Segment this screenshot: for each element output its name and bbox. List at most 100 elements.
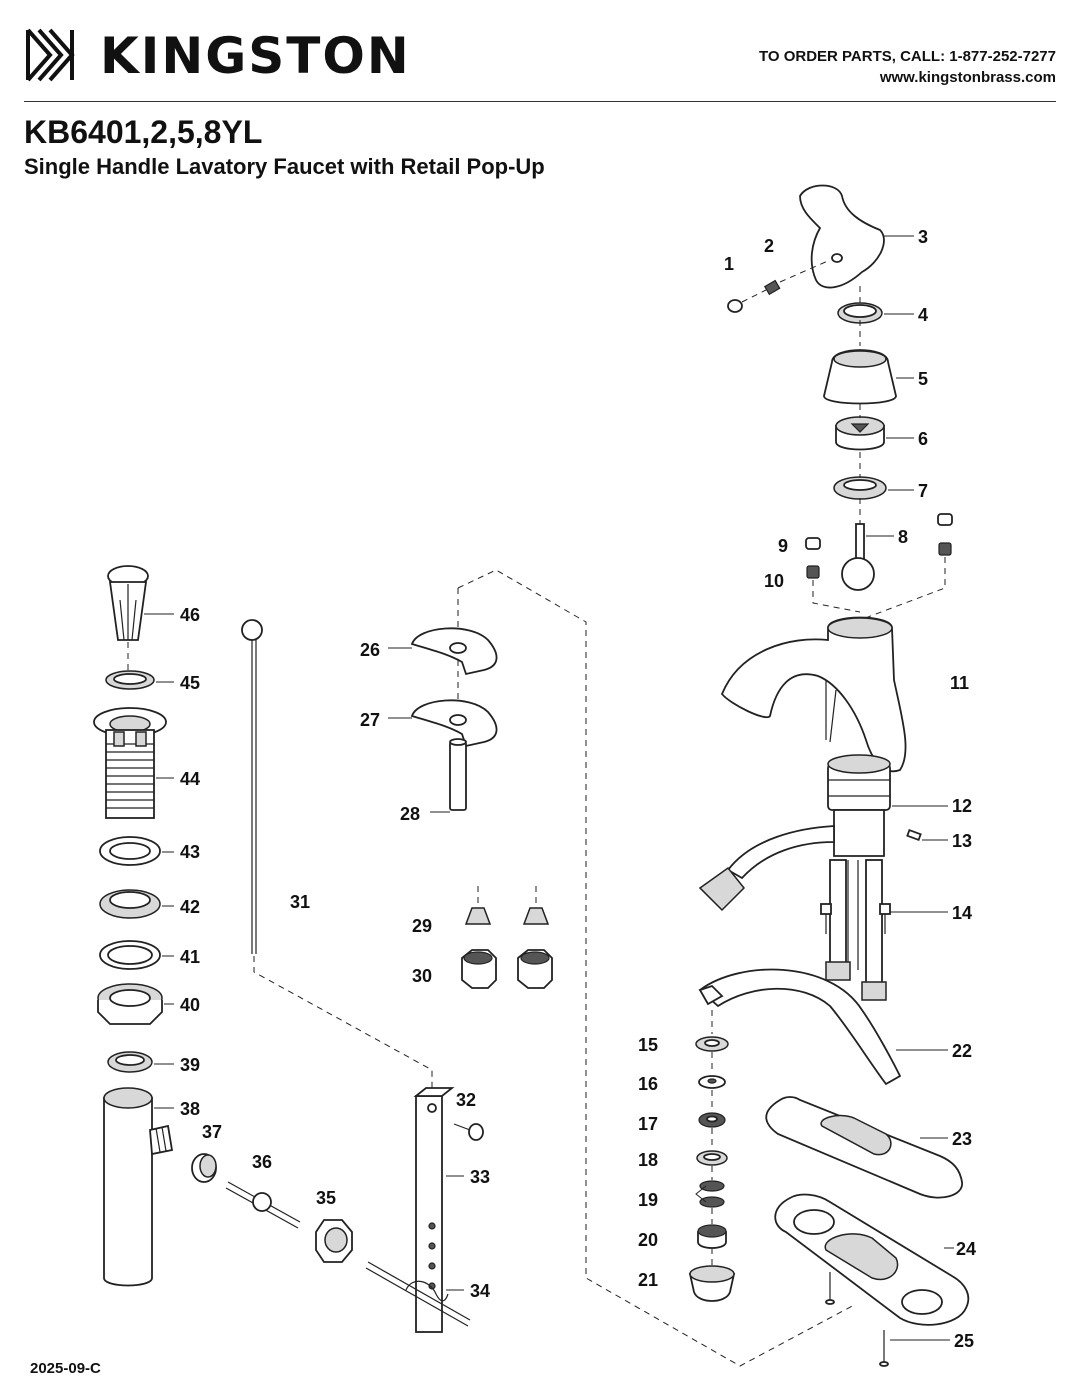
- label-part-12: 12: [952, 796, 972, 816]
- product-subtitle: Single Handle Lavatory Faucet with Retai…: [24, 154, 545, 179]
- label-part-22: 22: [952, 1041, 972, 1061]
- part-35-pivot-nut: [315, 1219, 353, 1263]
- kingston-logo-icon: [26, 28, 75, 82]
- label-part-41: 41: [180, 947, 200, 967]
- part-40-locknut: [97, 983, 163, 1025]
- part-15-washer: [695, 1036, 729, 1052]
- part-32-thumb-screw: [453, 1123, 484, 1141]
- part-45-o-ring: [105, 670, 155, 690]
- label-part-45: 45: [180, 673, 200, 693]
- label-part-19: 19: [638, 1190, 658, 1210]
- label-part-44: 44: [180, 769, 200, 789]
- part-19-screens: [699, 1180, 725, 1208]
- revision-code: 2025-09-C: [30, 1360, 101, 1377]
- model-number: KB6401,2,5,8YL: [24, 114, 263, 150]
- part-29-ferrule: [464, 886, 550, 925]
- label-part-43: 43: [180, 842, 200, 862]
- label-part-40: 40: [180, 995, 200, 1015]
- part-1-button-cap: [727, 289, 767, 313]
- part-34-spring-clip: [405, 1280, 449, 1302]
- part-36-pivot-rod: [225, 1181, 471, 1327]
- part-38-tailpiece: [103, 1087, 174, 1287]
- label-part-34: 34: [470, 1281, 490, 1301]
- part-18-washer: [696, 1150, 728, 1166]
- part-43-gasket: [99, 836, 161, 866]
- label-part-17: 17: [638, 1114, 658, 1134]
- part-2-set-screw: [763, 259, 831, 296]
- label-part-11: 11: [950, 673, 969, 693]
- part-3-handle: [799, 184, 885, 289]
- label-part-26: 26: [360, 640, 380, 660]
- label-part-4: 4: [918, 305, 928, 325]
- part-22-spout-arm: [698, 968, 902, 1086]
- part-6-retainer: [835, 416, 885, 451]
- part-12-valve-body: [698, 754, 891, 1001]
- part-33-extension-strap: [413, 1087, 455, 1333]
- label-part-9: 9: [778, 536, 788, 556]
- label-part-37: 37: [202, 1122, 222, 1142]
- label-part-32: 32: [456, 1090, 476, 1110]
- part-28-connector: [449, 738, 467, 811]
- label-part-35: 35: [316, 1188, 336, 1208]
- label-part-28: 28: [400, 804, 420, 824]
- part-9-seat: [805, 513, 953, 550]
- label-part-18: 18: [638, 1150, 658, 1170]
- label-part-3: 3: [918, 227, 928, 247]
- label-part-27: 27: [360, 710, 380, 730]
- label-part-6: 6: [918, 429, 928, 449]
- label-part-8: 8: [898, 527, 908, 547]
- part-20-aerator-insert: [697, 1224, 727, 1249]
- label-part-5: 5: [918, 369, 928, 389]
- part-5-dome-cap: [823, 349, 897, 405]
- label-part-25: 25: [954, 1331, 974, 1351]
- part-13-pin: [906, 828, 922, 842]
- part-8-ball-stem: [841, 523, 875, 591]
- label-part-38: 38: [180, 1099, 200, 1119]
- part-14-mounting-screw: [820, 903, 891, 934]
- label-part-30: 30: [412, 966, 432, 986]
- label-part-33: 33: [470, 1167, 490, 1187]
- label-part-20: 20: [638, 1230, 658, 1250]
- label-part-1: 1: [724, 254, 734, 274]
- order-phone: TO ORDER PARTS, CALL: 1-877-252-7277: [758, 48, 1056, 65]
- label-part-7: 7: [918, 481, 928, 501]
- label-part-14: 14: [952, 903, 972, 923]
- part-41-washer: [99, 940, 161, 970]
- label-part-13: 13: [952, 831, 972, 851]
- part-25-screw: [825, 1272, 889, 1367]
- brand-name: KINGSTON: [100, 27, 411, 85]
- part-16-gasket: [698, 1075, 726, 1089]
- label-part-42: 42: [180, 897, 200, 917]
- label-part-16: 16: [638, 1074, 658, 1094]
- label-part-29: 29: [412, 916, 432, 936]
- part-39-ring: [107, 1051, 153, 1073]
- label-part-39: 39: [180, 1055, 200, 1075]
- part-17-flow-restrictor: [698, 1112, 726, 1128]
- part-37-pivot-washer: [191, 1153, 217, 1183]
- part-10-spring: [806, 542, 952, 579]
- part-24-base-gasket: [774, 1193, 970, 1326]
- part-42-washer: [99, 889, 161, 919]
- label-part-46: 46: [180, 605, 200, 625]
- label-part-31: 31: [290, 892, 310, 912]
- part-27-clip: [410, 699, 498, 748]
- part-30-nut: [461, 949, 553, 989]
- part-44-drain-body: [93, 707, 167, 819]
- label-part-15: 15: [638, 1035, 658, 1055]
- header-divider: [24, 101, 1056, 102]
- label-part-21: 21: [638, 1270, 658, 1290]
- part-11-spout-body: [720, 616, 907, 773]
- label-part-23: 23: [952, 1129, 972, 1149]
- label-part-10: 10: [764, 571, 784, 591]
- contact-info: TO ORDER PARTS, CALL: 1-877-252-7277 www…: [759, 46, 1056, 88]
- label-part-36: 36: [252, 1152, 272, 1172]
- part-23-deck-plate: [765, 1096, 963, 1199]
- part-46-stopper: [107, 565, 149, 641]
- website-link[interactable]: www.kingstonbrass.com: [879, 69, 1056, 86]
- label-part-2: 2: [764, 236, 774, 256]
- part-7-seal: [833, 476, 887, 500]
- part-26-clip: [410, 627, 498, 676]
- part-31-lift-rod: [241, 619, 263, 954]
- part-21-aerator-housing: [688, 1265, 736, 1302]
